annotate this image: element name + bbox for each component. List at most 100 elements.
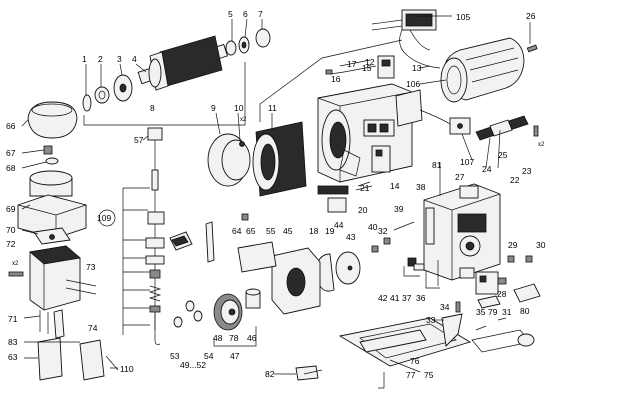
rod-39 <box>393 221 415 231</box>
bearing-7 <box>255 28 271 48</box>
screw-30 <box>525 255 533 263</box>
plunger-rod <box>151 169 159 191</box>
multiplier-23: x2 <box>538 142 545 148</box>
callout-4: 4 <box>132 54 137 64</box>
callout-73: 73 <box>86 262 96 272</box>
clip-28 <box>497 277 507 285</box>
callout-105: 105 <box>456 12 470 22</box>
callout-21: 21 <box>360 183 370 193</box>
callout-110: 110 <box>120 364 134 374</box>
pin-38 <box>425 207 435 245</box>
carbon-19 <box>327 197 347 213</box>
callout-57: 57 <box>134 135 144 145</box>
carbon-18 <box>317 185 349 195</box>
washer-53 <box>173 316 183 328</box>
bracket-55 <box>237 241 277 273</box>
callout-68: 68 <box>6 163 16 173</box>
screw-72 <box>8 271 24 277</box>
callout-70: 70 <box>6 225 16 235</box>
callout-44: 44 <box>334 220 344 230</box>
spring-20 <box>355 181 373 191</box>
callout-43: 43 <box>346 232 356 242</box>
callout-16: 16 <box>331 74 341 84</box>
callout-34: 34 <box>440 302 450 312</box>
callout-15: 15 <box>362 63 372 73</box>
shoe-group <box>295 301 535 389</box>
callout-45: 45 <box>283 226 293 236</box>
callout-13: 13 <box>412 63 422 73</box>
callout-2: 2 <box>98 54 103 64</box>
guide-57 <box>147 127 163 141</box>
callout-14: 14 <box>390 181 400 191</box>
callout-54: 54 <box>204 351 214 361</box>
callout-53: 53 <box>170 351 180 361</box>
screw-26 <box>526 44 538 53</box>
screw-65 <box>241 213 249 221</box>
pin-73 <box>65 279 97 295</box>
screw-23 <box>533 125 539 137</box>
callout-69: 69 <box>6 204 16 214</box>
callout-27: 27 <box>455 172 465 182</box>
bar-64 <box>205 221 215 263</box>
callout-65: 65 <box>246 226 256 236</box>
strain-25 <box>489 119 513 137</box>
bearing-5 <box>225 40 237 56</box>
callout-82: 82 <box>265 369 275 379</box>
callout-78: 78 <box>229 333 239 343</box>
callout-71: 71 <box>8 314 18 324</box>
spring <box>148 285 162 302</box>
plunger-stack <box>98 127 193 345</box>
left-column-parts <box>8 101 119 381</box>
callout-24: 24 <box>482 164 492 174</box>
lever-31 <box>513 283 541 303</box>
callout-1: 1 <box>82 54 87 64</box>
callout-55: 55 <box>266 226 276 236</box>
washer-68 <box>45 157 59 165</box>
callout-5: 5 <box>228 9 233 19</box>
knob-66 <box>27 101 78 139</box>
callout-41: 41 <box>390 293 400 303</box>
callout-6: 6 <box>243 9 248 19</box>
callout-107: 107 <box>460 157 474 167</box>
callout-64: 64 <box>232 226 242 236</box>
callout-39: 39 <box>394 204 404 214</box>
callout-18: 18 <box>309 226 319 236</box>
callout-17: 17 <box>347 59 357 69</box>
callout-46: 46 <box>247 333 257 343</box>
callout-labels: 1 2 3 4 5 6 7 8 9 10 x2 11 12 13 14 15 1… <box>6 9 546 380</box>
multiplier-72: x2 <box>12 261 19 267</box>
stator-group <box>207 39 403 197</box>
brush-74 <box>53 309 65 339</box>
callout-63: 63 <box>8 352 18 362</box>
callout-7: 7 <box>258 9 263 19</box>
callout-49-52: 49...52 <box>180 360 206 370</box>
guide-109 <box>147 211 165 225</box>
callout-9: 9 <box>211 103 216 113</box>
cable-group <box>371 9 539 141</box>
callout-81: 81 <box>432 160 442 170</box>
cover-63 <box>37 337 63 381</box>
washer-49 <box>185 300 195 312</box>
callout-79: 79 <box>488 307 498 317</box>
callout-35: 35 <box>476 307 486 317</box>
lever-33 <box>441 313 463 347</box>
screw-40 <box>371 245 379 253</box>
multiplier-10: x2 <box>240 117 247 123</box>
housing-69 <box>17 194 87 239</box>
callout-25: 25 <box>498 150 508 160</box>
screw-29 <box>507 255 515 263</box>
callout-8: 8 <box>150 103 155 113</box>
callout-67: 67 <box>6 148 16 158</box>
screw-67 <box>43 145 53 155</box>
callout-66: 66 <box>6 121 16 131</box>
washer-2 <box>94 86 110 104</box>
callout-47: 47 <box>230 351 240 361</box>
callout-29: 29 <box>508 240 518 250</box>
callout-80: 80 <box>520 306 530 316</box>
callout-72: 72 <box>6 239 16 249</box>
leader-lines <box>21 15 531 375</box>
callout-77: 77 <box>406 370 416 380</box>
callout-38: 38 <box>416 182 426 192</box>
callout-40: 40 <box>368 222 378 232</box>
